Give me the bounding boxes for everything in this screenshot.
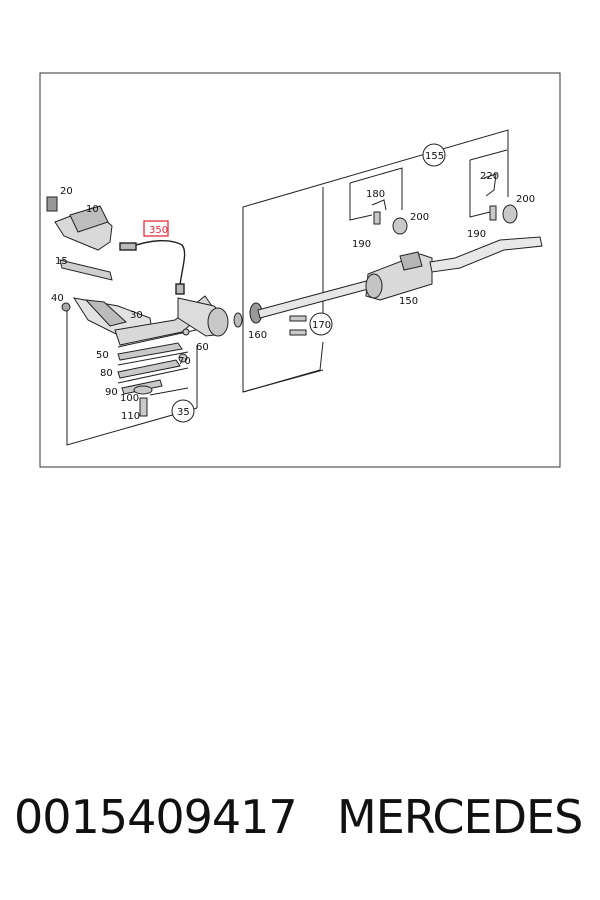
manifold-heat-shield: [46, 196, 113, 251]
rear-muffler: [365, 251, 433, 301]
callout-150: 150: [399, 296, 418, 307]
callout-35: 35: [177, 407, 190, 418]
callout-220: 220: [480, 171, 499, 182]
clamps-and-bolts: [117, 328, 190, 417]
exhaust-system-diagram: 20 10 15 40 30 60 50 70 80 90 100 110 35…: [39, 72, 561, 468]
mounting-studs: [289, 315, 307, 336]
catalytic-converter: [177, 297, 229, 337]
callout-200-b: 200: [516, 194, 535, 205]
callout-160: 160: [248, 330, 267, 341]
tail-pipe: [429, 236, 543, 273]
manifold-gasket: [59, 259, 113, 281]
callout-350: 350: [149, 225, 168, 236]
callout-350-highlight: [143, 220, 169, 237]
callout-180: 180: [366, 189, 385, 200]
oxygen-sensor: [119, 240, 186, 295]
callout-190-b: 190: [467, 229, 486, 240]
diagram-frame: [39, 72, 561, 468]
callout-100: 100: [120, 393, 139, 404]
hangers-group-one: [371, 199, 408, 235]
callout-70: 70: [178, 356, 191, 367]
callout-200-a: 200: [410, 212, 429, 223]
brand-name: MERCEDES: [337, 790, 583, 844]
product-footer: 0015409417 MERCEDES: [0, 790, 600, 870]
pipe-gaskets: [233, 302, 263, 328]
exhaust-manifold: [61, 297, 153, 337]
callout-110: 110: [121, 411, 140, 422]
group-lines: [66, 129, 509, 446]
diagram-canvas: 20 10 15 40 30 60 50 70 80 90 100 110 35…: [39, 72, 561, 468]
hangers-group-two: [483, 173, 518, 224]
callout-190-a: 190: [352, 239, 371, 250]
callout-80: 80: [100, 368, 113, 379]
callout-15: 15: [55, 256, 68, 267]
callout-155: 155: [425, 151, 444, 162]
part-number: 0015409417: [14, 790, 298, 844]
callout-60: 60: [196, 342, 209, 353]
callout-90: 90: [105, 387, 118, 398]
callout-labels: 20 10 15 40 30 60 50 70 80 90 100 110 35…: [51, 151, 535, 422]
callout-20: 20: [60, 186, 73, 197]
circled-callouts: [171, 143, 446, 423]
callout-170: 170: [312, 320, 331, 331]
callout-50: 50: [96, 350, 109, 361]
callout-10: 10: [86, 204, 99, 215]
callout-30: 30: [130, 310, 143, 321]
callout-40: 40: [51, 293, 64, 304]
